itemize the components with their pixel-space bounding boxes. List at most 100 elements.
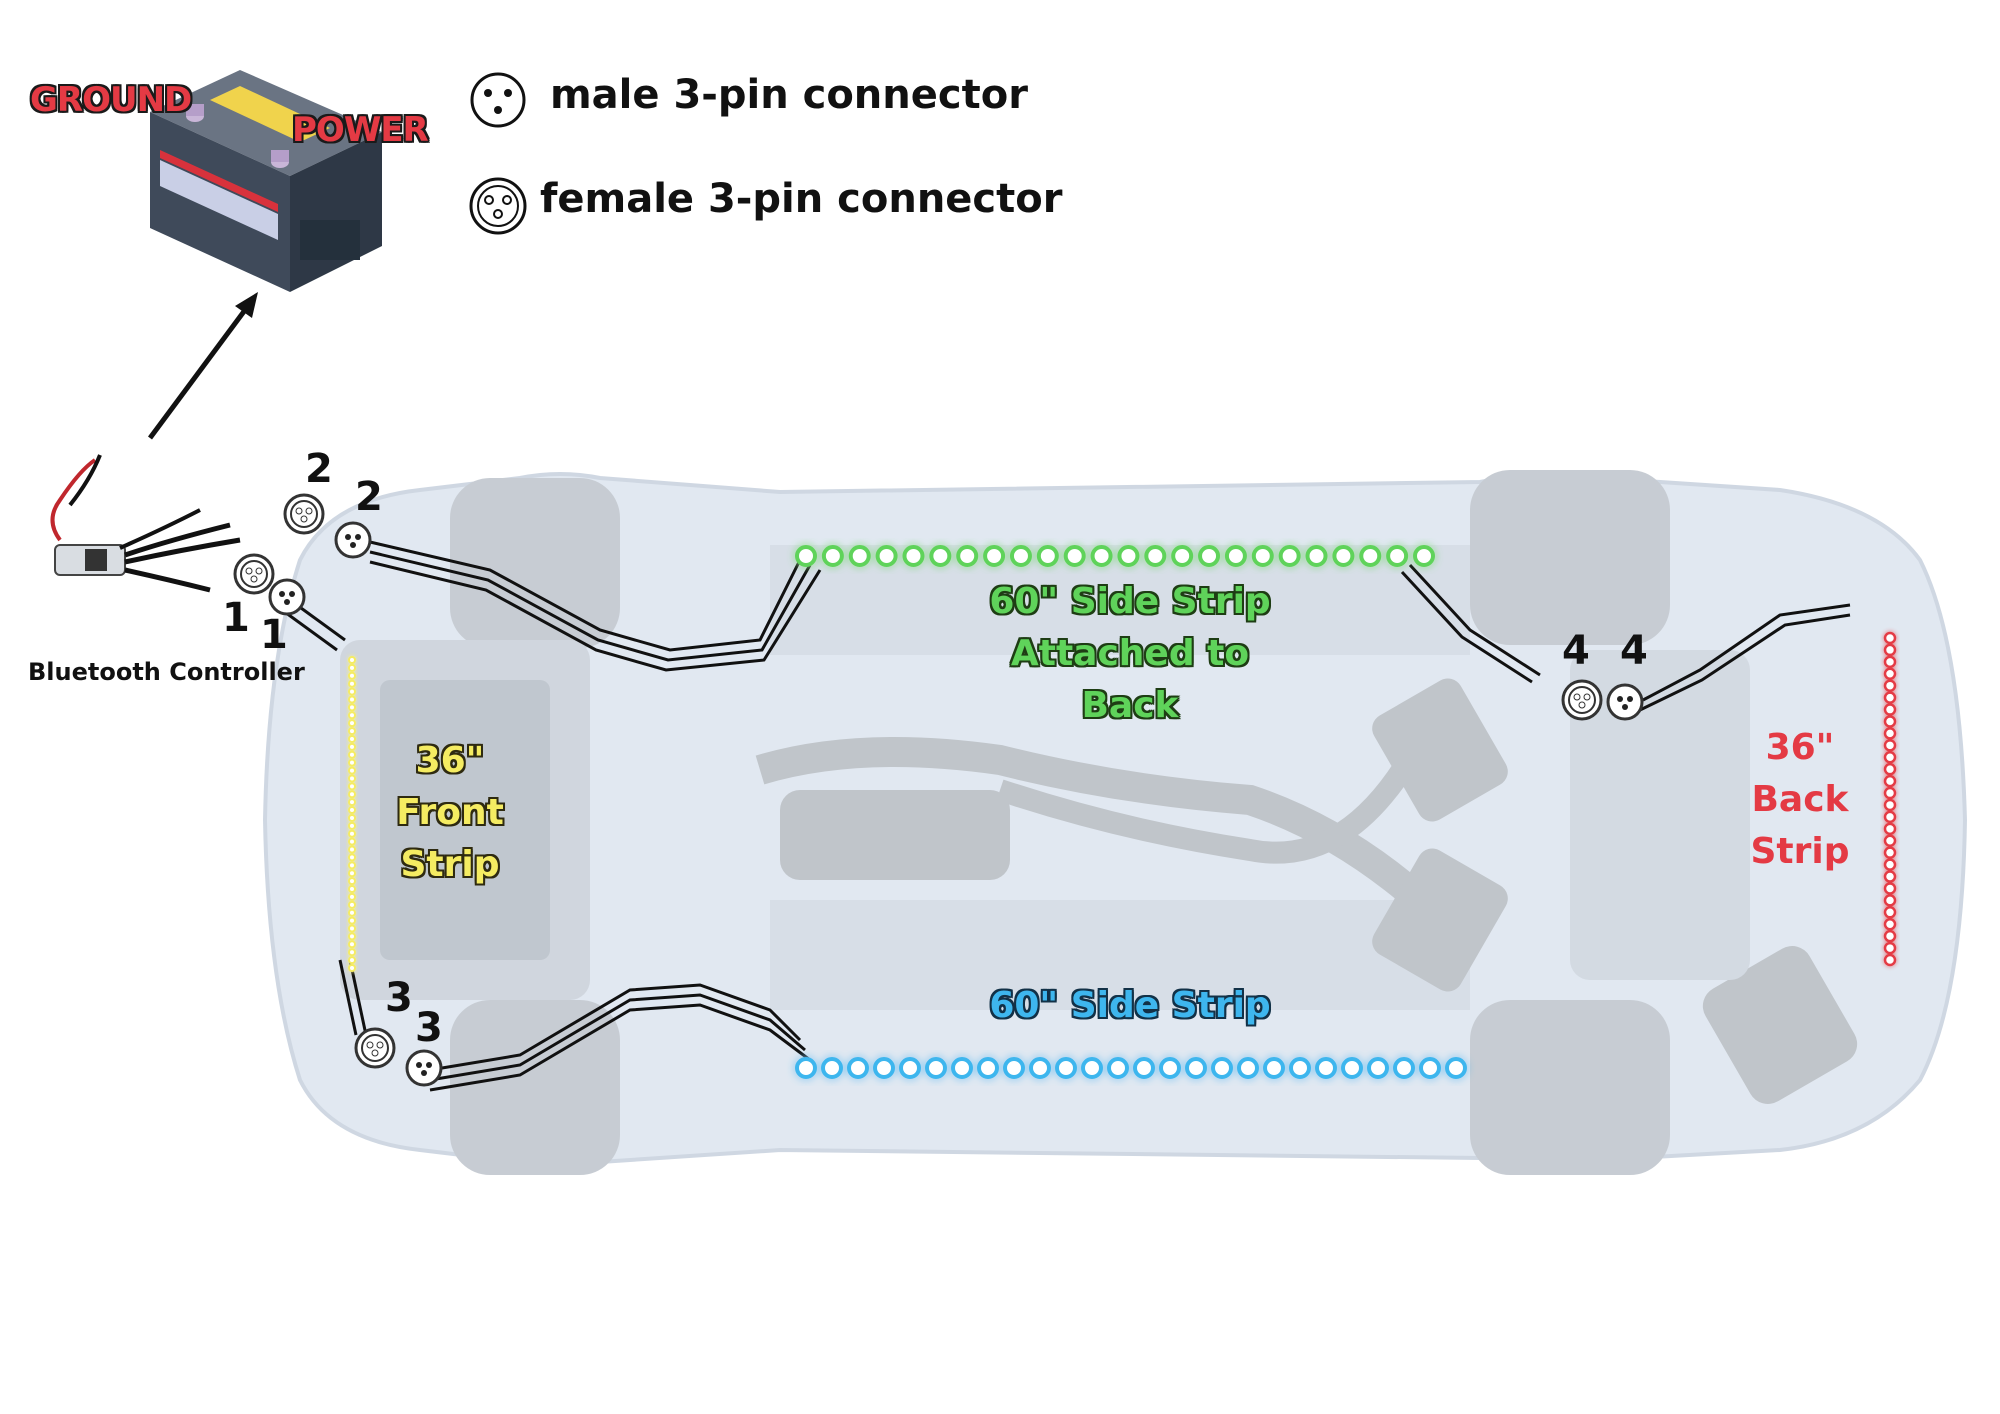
arrow-to-battery xyxy=(147,292,258,440)
strip-label-side: 60" Side Strip xyxy=(980,980,1280,1032)
female-connector-1 xyxy=(233,553,275,595)
legend-female-label: female 3-pin connector xyxy=(540,176,1063,222)
led-dot xyxy=(1144,545,1167,567)
led-dot xyxy=(848,545,871,567)
led-dot xyxy=(348,908,356,917)
led-dot xyxy=(348,813,356,822)
led-dot xyxy=(1171,545,1194,567)
connector-number-2a: 2 xyxy=(305,446,333,492)
led-dot xyxy=(1305,545,1328,567)
led-dot xyxy=(348,845,356,854)
led-dot xyxy=(1315,1057,1337,1079)
led-dot xyxy=(348,703,356,712)
legend-male-label: male 3-pin connector xyxy=(550,72,1028,118)
led-dot xyxy=(925,1057,947,1079)
strip-label-back-line1: 36" xyxy=(1765,727,1835,768)
led-dot xyxy=(348,924,356,933)
led-strip-side xyxy=(795,1057,1467,1079)
led-dot xyxy=(348,727,356,736)
led-dot xyxy=(1278,545,1301,567)
led-dot xyxy=(348,821,356,830)
led-dot xyxy=(1036,545,1059,567)
led-dot xyxy=(1159,1057,1181,1079)
led-dot xyxy=(1883,810,1897,824)
led-dot xyxy=(348,742,356,751)
led-dot xyxy=(1883,929,1897,943)
led-dot xyxy=(1883,822,1897,836)
led-dot xyxy=(348,806,356,815)
led-dot xyxy=(902,545,925,567)
led-dot xyxy=(348,885,356,894)
led-strip-front xyxy=(348,656,356,972)
led-dot xyxy=(1029,1057,1051,1079)
led-dot xyxy=(348,932,356,941)
led-dot xyxy=(1419,1057,1441,1079)
led-dot xyxy=(1055,1057,1077,1079)
led-dot xyxy=(1117,545,1140,567)
led-dot xyxy=(795,545,817,567)
led-dot xyxy=(348,892,356,901)
led-dot xyxy=(1883,643,1897,657)
strip-label-side-attached-line1: 60" Side Strip xyxy=(989,581,1271,622)
led-dot xyxy=(977,1057,999,1079)
led-dot xyxy=(847,1057,869,1079)
strip-label-front: 36" Front Strip xyxy=(390,735,510,891)
led-dot xyxy=(821,545,844,567)
led-dot xyxy=(348,758,356,767)
led-dot xyxy=(1883,917,1897,931)
male-connector-4 xyxy=(1606,683,1644,721)
led-dot xyxy=(956,545,979,567)
led-dot xyxy=(875,545,898,567)
led-dot xyxy=(1883,739,1897,752)
led-dot xyxy=(1883,751,1897,764)
led-dot xyxy=(348,695,356,704)
connector-number-2b: 2 xyxy=(355,474,383,520)
led-dot xyxy=(348,861,356,870)
led-dot xyxy=(348,790,356,799)
strip-label-front-line1: 36" xyxy=(415,740,485,781)
led-dot xyxy=(1393,1057,1415,1079)
male-connector-3 xyxy=(405,1049,443,1087)
led-dot xyxy=(348,774,356,783)
connector-number-3a: 3 xyxy=(385,975,413,1021)
male-3pin-connector-icon xyxy=(470,72,526,128)
female-connector-4 xyxy=(1561,679,1603,721)
led-dot xyxy=(821,1057,843,1079)
led-dot xyxy=(1289,1057,1311,1079)
led-dot xyxy=(1883,679,1897,692)
led-dot xyxy=(1198,545,1221,567)
led-dot xyxy=(348,877,356,886)
strip-label-back-line3: Strip xyxy=(1750,831,1850,872)
led-dot xyxy=(348,964,356,972)
strip-label-back-line2: Back xyxy=(1751,779,1849,820)
led-dot xyxy=(1883,703,1897,716)
led-dot xyxy=(1211,1057,1233,1079)
led-dot xyxy=(1883,727,1897,740)
led-dot xyxy=(1883,762,1897,776)
led-dot xyxy=(348,687,356,696)
led-dot xyxy=(348,956,356,965)
led-dot xyxy=(1883,846,1897,859)
led-dot xyxy=(1883,631,1897,645)
led-dot xyxy=(1332,545,1355,567)
strip-label-side-attached: 60" Side Strip Attached to Back xyxy=(980,576,1280,732)
led-dot xyxy=(348,679,356,688)
power-label: POWER xyxy=(292,110,429,150)
female-connector-3 xyxy=(354,1027,396,1069)
led-dot xyxy=(1883,834,1897,847)
led-dot xyxy=(348,829,356,838)
led-dot xyxy=(983,545,1006,567)
led-dot xyxy=(1251,545,1274,567)
led-dot xyxy=(1883,858,1897,871)
led-dot xyxy=(348,766,356,775)
led-dot xyxy=(348,869,356,878)
led-dot xyxy=(348,948,356,957)
led-dot xyxy=(1263,1057,1285,1079)
led-dot xyxy=(348,900,356,909)
led-dot xyxy=(1133,1057,1155,1079)
strip-label-side-attached-line2: Attached to xyxy=(1010,633,1250,674)
female-3pin-connector-icon xyxy=(469,177,527,235)
male-connector-2 xyxy=(334,521,372,559)
car-battery-icon xyxy=(150,70,382,292)
